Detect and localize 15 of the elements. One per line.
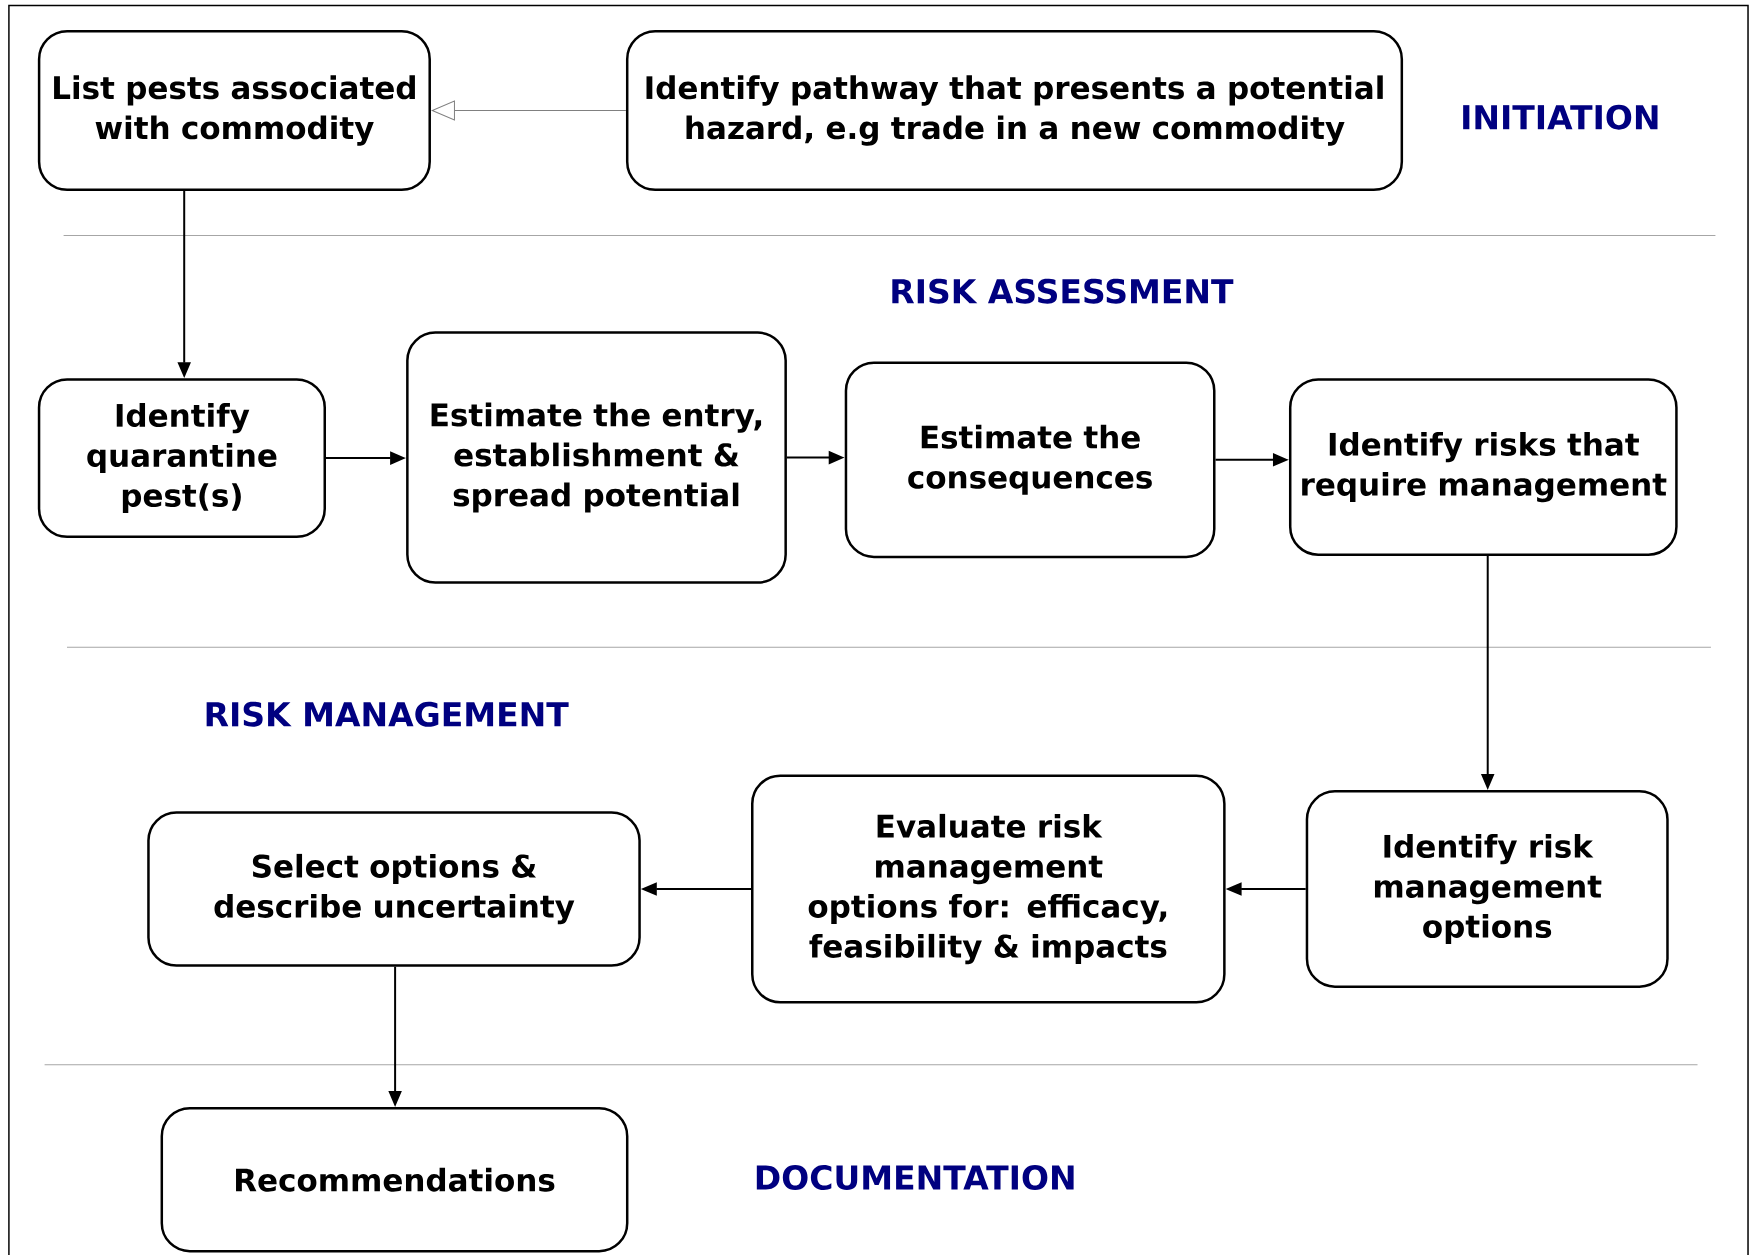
section-heading: DOCUMENTATION — [756, 1165, 1074, 1190]
section-heading: INITIATION — [1463, 104, 1658, 130]
process-box: Evaluate risk management options for: efficacy, feasibility & impacts — [751, 774, 1226, 1004]
process-box: Select options & describe uncertainty — [147, 811, 641, 967]
arrow — [431, 100, 627, 121]
process-box: List pests associated with commodity — [37, 30, 431, 191]
process-box: Identify quarantine pest(s) — [37, 378, 326, 539]
process-box: Identify pathway that presents a potential hazard, e.g trade in a new commodity — [625, 30, 1404, 191]
process-box: Identify risk management options — [1305, 790, 1669, 988]
process-box: Estimate the consequences — [844, 361, 1216, 559]
section-heading: RISK MANAGEMENT — [206, 701, 569, 727]
section-heading: RISK ASSESSMENT — [892, 278, 1234, 304]
process-box: Recommendations — [160, 1107, 629, 1253]
process-box: Identify risks that require management — [1288, 378, 1678, 556]
process-box: Estimate the entry, establishment & spread potential — [406, 331, 787, 584]
